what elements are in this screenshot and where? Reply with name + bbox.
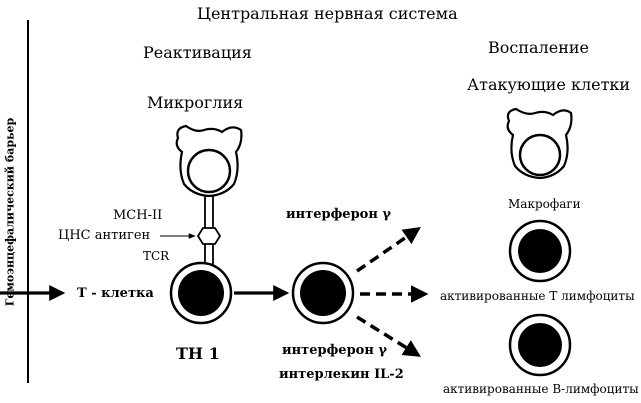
microglia-cell: [175, 124, 243, 198]
activated-t-lymphocyte-cell: [508, 219, 572, 283]
effector-cell: [291, 261, 355, 325]
interferon-top-label: интерферон γ: [286, 207, 391, 222]
microglia-label: Микроглия: [147, 93, 244, 112]
diagram-title: Центральная нервная система: [197, 4, 458, 23]
attacking-cells-heading: Атакующие клетки: [467, 75, 631, 94]
macrophage-cell: [506, 107, 573, 180]
tcr-label: TCR: [143, 249, 170, 263]
mhc-tcr-connector: [196, 196, 222, 266]
dashed-arrow-to-b-lymphocytes: [356, 315, 421, 357]
mhc-label: МСН-II: [113, 208, 163, 223]
activated-t-label: активированные Т лимфоциты: [440, 289, 635, 303]
interleukin-label: интерлекин IL-2: [279, 367, 404, 382]
activated-b-lymphocyte-cell: [508, 313, 572, 377]
activated-b-label: активированные В-лимфоциты: [443, 382, 639, 396]
barrier-label: Гемоэнцефалический барьер: [3, 117, 17, 307]
antigen-label: ЦНС антиген: [58, 228, 151, 243]
th1-label: TH 1: [176, 344, 220, 363]
th1-cell: [169, 261, 233, 325]
inflammation-heading: Воспаление: [488, 38, 589, 57]
dashed-arrow-to-macrophages: [356, 227, 421, 273]
t-cell-label: Т - клетка: [77, 286, 154, 301]
reactivation-heading: Реактивация: [143, 43, 252, 62]
macrophages-label: Макрофаги: [508, 197, 581, 211]
interferon-bottom-label: интерферон γ: [282, 343, 387, 358]
